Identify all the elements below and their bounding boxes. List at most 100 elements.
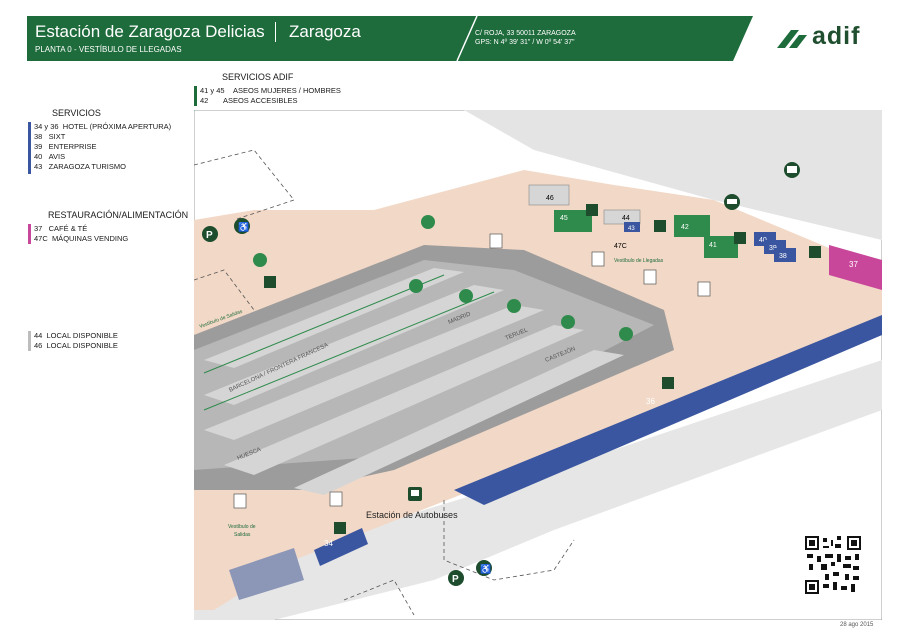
legend-servicios-item-4: 40 AVIS [34, 152, 65, 162]
restauracion-legend-bar [28, 224, 31, 244]
svg-text:P: P [452, 574, 459, 585]
legend-code: 37 [34, 224, 43, 233]
servicios-adif-title: SERVICIOS ADIF [222, 72, 294, 82]
room-42-label: 42 [681, 224, 689, 231]
legend-code: 34 y 36 [34, 122, 59, 131]
station-floor-map: 46 45 44 43 47C 42 41 40 39 38 37 36 34 … [194, 110, 882, 620]
legend-code: 39 [34, 142, 43, 151]
room-42 [674, 215, 710, 237]
legend-code: 44 [34, 331, 43, 340]
title-separator [275, 22, 276, 42]
floor-subtitle: PLANTA 0 - VESTÍBULO DE LLEGADAS [35, 45, 182, 54]
room-47c-label: 47C [614, 243, 627, 250]
locales-legend-bar [28, 331, 31, 351]
south-plaza [194, 360, 882, 620]
bus-icon [408, 487, 422, 501]
room-36-label: 36 [646, 397, 655, 406]
bed-icon [334, 522, 346, 534]
vestibulo-salidas-bottom-label: Salidas [234, 532, 251, 538]
svg-text:P: P [206, 230, 213, 241]
restauracion-title: RESTAURACIÓN/ALIMENTACIÓN [48, 210, 189, 220]
room-37-label: 37 [849, 260, 858, 269]
legend-restauracion-item-1: 37 CAFÉ & TÉ [34, 224, 87, 234]
legend-servicios-item-5: 43 ZARAGOZA TURISMO [34, 162, 126, 172]
address-block: C/ ROJA, 33 50011 ZARAGOZA GPS: N 4º 39'… [475, 29, 576, 47]
adif-logo-icon [777, 30, 807, 48]
legend-adif-item-2: 42 ASEOS ACCESIBLES [200, 96, 298, 106]
legend-label: SIXT [48, 132, 66, 141]
room-46-label: 46 [546, 195, 554, 202]
escalator-icon [253, 215, 633, 341]
legend-restauracion-item-2: 47C MÁQUINAS VENDING [34, 234, 128, 244]
city-title: Zaragoza [289, 22, 361, 41]
legend-label: CAFÉ & TÉ [48, 224, 88, 233]
parking-icon: P [202, 226, 218, 242]
station-title: Estación de Zaragoza Delicias [35, 22, 265, 41]
header-background [27, 16, 753, 61]
room-38-label: 38 [779, 253, 787, 260]
room-39-label: 39 [769, 245, 777, 252]
room-41 [704, 236, 738, 258]
accessible-icon: ♿ [234, 218, 250, 234]
legend-code: 46 [34, 341, 43, 350]
gps-line: GPS: N 4º 39' 31" / W 0º 54' 37" [475, 39, 575, 46]
legend-label: ENTERPRISE [48, 142, 97, 151]
legend-label: LOCAL DISPONIBLE [46, 331, 118, 340]
room-46 [528, 184, 570, 206]
room-40-label: 40 [759, 237, 767, 244]
room-43-label: 43 [628, 226, 635, 232]
taxi-icon [724, 194, 740, 210]
platforms [203, 268, 624, 495]
legend-code: 41 y 45 [200, 86, 225, 95]
legend-label: ZARAGOZA TURISMO [48, 162, 126, 171]
legend-servicios-item-2: 38 SIXT [34, 132, 65, 142]
room-34-label: 34 [324, 539, 333, 548]
adif-legend-bar [194, 86, 197, 106]
platform-area [194, 260, 654, 470]
legend-code: 43 [34, 162, 43, 171]
dashed-outlines [194, 149, 575, 616]
legend-label: LOCAL DISPONIBLE [46, 341, 118, 350]
legend-adif-item-1: 41 y 45 ASEOS MUJERES / HOMBRES [200, 86, 341, 96]
vestibulo-salidas-bottom-label: Vestíbulo de [228, 524, 256, 530]
svg-text:♿: ♿ [238, 221, 249, 232]
legend-label: ASEOS ACCESIBLES [222, 96, 298, 105]
room-41-label: 41 [709, 242, 717, 249]
legend-local-item-2: 46 LOCAL DISPONIBLE [34, 341, 118, 351]
qr-code-icon [805, 536, 861, 594]
ticket-machine-icon [233, 233, 711, 509]
legend-label: MÁQUINAS VENDING [51, 234, 129, 243]
exit-icon [654, 220, 666, 232]
exit-icon [586, 204, 598, 216]
bus-icon [784, 162, 800, 178]
servicios-legend-bar [28, 122, 31, 174]
estacion-autobuses-label: Estación de Autobuses [366, 510, 458, 520]
legend-servicios-item-3: 39 ENTERPRISE [34, 142, 97, 152]
parking-icon: P [448, 570, 464, 586]
accessible-icon: ♿ [476, 560, 492, 576]
room-44-label: 44 [622, 215, 630, 222]
legend-code: 38 [34, 132, 43, 141]
north-plaza [464, 110, 882, 240]
room-45-label: 45 [560, 215, 568, 222]
room-37 [829, 245, 882, 290]
legend-code: 47C [34, 234, 48, 243]
room-44 [603, 209, 641, 225]
legend-code: 42 [200, 96, 209, 105]
exit-icon [734, 232, 746, 244]
legend-label: HOTEL (PRÓXIMA APERTURA) [62, 122, 172, 131]
room-45 [554, 210, 592, 232]
exit-icon [809, 246, 821, 258]
room-43 [624, 222, 640, 232]
adif-logo-text: adif [812, 22, 861, 50]
legend-local-item-1: 44 LOCAL DISPONIBLE [34, 331, 118, 341]
print-date: 28 ago 2015 [840, 622, 874, 628]
store-34-strip [314, 528, 368, 566]
store-36-strip [454, 315, 882, 505]
room-38 [774, 248, 796, 262]
address-line: C/ ROJA, 33 50011 ZARAGOZA [475, 30, 576, 37]
header-banner: Estación de Zaragoza Delicias Zaragoza P… [27, 16, 753, 61]
legend-label: ASEOS MUJERES / HOMBRES [232, 86, 341, 95]
svg-text:♿: ♿ [480, 563, 491, 574]
bed-icon [662, 377, 674, 389]
